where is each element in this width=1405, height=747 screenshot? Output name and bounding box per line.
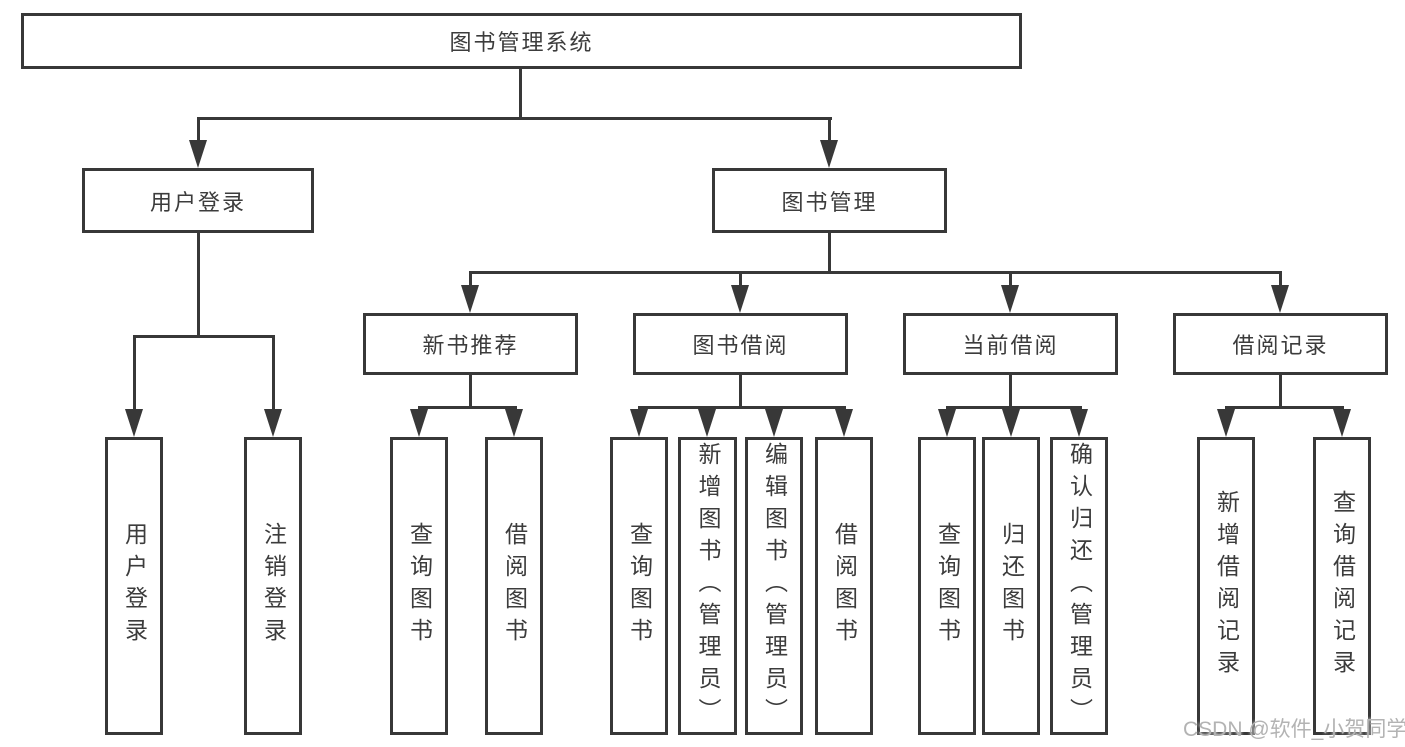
arrow-down-icon <box>731 285 749 313</box>
leaf-user-login-label: 用户登录 <box>121 522 148 650</box>
leaf-current-query-books: 查询图书 <box>918 437 976 735</box>
node-book-management-label: 图书管理 <box>781 189 878 215</box>
leaf-confirm-return-admin: 确认归还（管理员） <box>1050 437 1108 735</box>
node-user-login: 用户登录 <box>82 168 314 233</box>
arrow-down-icon <box>125 409 143 437</box>
leaf-recommend-borrow-books: 借阅图书 <box>485 437 543 735</box>
connector-line <box>1225 406 1344 409</box>
arrow-down-icon <box>1001 285 1019 313</box>
leaf-add-borrow-record: 新增借阅记录 <box>1197 437 1255 735</box>
connector-line <box>469 271 472 287</box>
node-current-borrow: 当前借阅 <box>903 313 1118 375</box>
connector-line <box>197 233 200 337</box>
leaf-recommend-borrow-books-label: 借阅图书 <box>501 522 528 650</box>
connector-line <box>469 375 472 408</box>
connector-line <box>469 271 1282 274</box>
node-borrow-records-label: 借阅记录 <box>1232 333 1329 358</box>
arrow-down-icon <box>264 409 282 437</box>
connector-line <box>1279 271 1282 287</box>
node-borrow-records: 借阅记录 <box>1173 313 1388 375</box>
leaf-edit-books-admin-label: 编辑图书（管理员） <box>761 442 788 730</box>
connector-line <box>946 406 1082 409</box>
leaf-add-books-admin: 新增图书（管理员） <box>678 437 737 735</box>
arrow-down-icon <box>765 409 783 437</box>
node-book-borrow: 图书借阅 <box>633 313 848 375</box>
arrow-down-icon <box>835 409 853 437</box>
connector-line <box>418 406 517 409</box>
connector-line <box>272 335 275 413</box>
arrow-down-icon <box>461 285 479 313</box>
node-book-borrow-label: 图书借阅 <box>692 333 789 358</box>
connector-line <box>133 335 136 413</box>
connector-line <box>1009 373 1012 408</box>
node-new-book-recommend: 新书推荐 <box>363 313 578 375</box>
leaf-edit-books-admin: 编辑图书（管理员） <box>745 437 803 735</box>
connector-line <box>739 375 742 408</box>
node-root-system: 图书管理系统 <box>21 13 1022 69</box>
leaf-user-login: 用户登录 <box>105 437 163 735</box>
leaf-return-books: 归还图书 <box>982 437 1040 735</box>
leaf-query-borrow-record: 查询借阅记录 <box>1313 437 1371 735</box>
leaf-add-books-admin-label: 新增图书（管理员） <box>695 442 721 730</box>
arrow-down-icon <box>1002 409 1020 437</box>
csdn-watermark: CSDN @软件_小贺同学 <box>1183 718 1405 741</box>
connector-line <box>828 233 831 273</box>
arrow-down-icon <box>820 140 838 168</box>
connector-line <box>638 406 846 409</box>
arrow-down-icon <box>938 409 956 437</box>
leaf-confirm-return-admin-label: 确认归还（管理员） <box>1066 442 1093 730</box>
connector-line <box>197 117 832 120</box>
arrow-down-icon <box>1333 409 1351 437</box>
arrow-down-icon <box>1070 409 1088 437</box>
leaf-recommend-query-books-label: 查询图书 <box>406 522 433 650</box>
leaf-logout: 注销登录 <box>244 437 302 735</box>
connector-line <box>519 69 522 119</box>
arrow-down-icon <box>630 409 648 437</box>
node-book-management: 图书管理 <box>712 168 947 233</box>
leaf-current-query-books-label: 查询图书 <box>934 522 961 650</box>
connector-line <box>133 335 275 338</box>
leaf-recommend-query-books: 查询图书 <box>390 437 448 735</box>
node-user-login-label: 用户登录 <box>149 189 246 215</box>
arrow-down-icon <box>410 409 428 437</box>
leaf-borrow-query-books: 查询图书 <box>610 437 668 735</box>
connector-line <box>1009 271 1012 287</box>
connector-line <box>197 117 200 145</box>
arrow-down-icon <box>698 409 716 437</box>
node-root-label: 图书管理系统 <box>449 30 594 55</box>
leaf-query-borrow-record-label: 查询借阅记录 <box>1329 490 1356 682</box>
node-new-book-recommend-label: 新书推荐 <box>422 333 519 358</box>
leaf-borrow-books-label: 借阅图书 <box>831 522 858 650</box>
connector-line <box>828 117 831 145</box>
connector-line <box>1279 373 1282 408</box>
leaf-return-books-label: 归还图书 <box>998 522 1025 650</box>
arrow-down-icon <box>1217 409 1235 437</box>
node-current-borrow-label: 当前借阅 <box>962 333 1059 358</box>
arrow-down-icon <box>189 140 207 168</box>
leaf-borrow-query-books-label: 查询图书 <box>626 522 653 650</box>
arrow-down-icon <box>505 409 523 437</box>
arrow-down-icon <box>1271 285 1289 313</box>
connector-line <box>739 271 742 287</box>
leaf-borrow-books: 借阅图书 <box>815 437 873 735</box>
leaf-logout-label: 注销登录 <box>260 522 287 650</box>
leaf-add-borrow-record-label: 新增借阅记录 <box>1213 490 1240 682</box>
